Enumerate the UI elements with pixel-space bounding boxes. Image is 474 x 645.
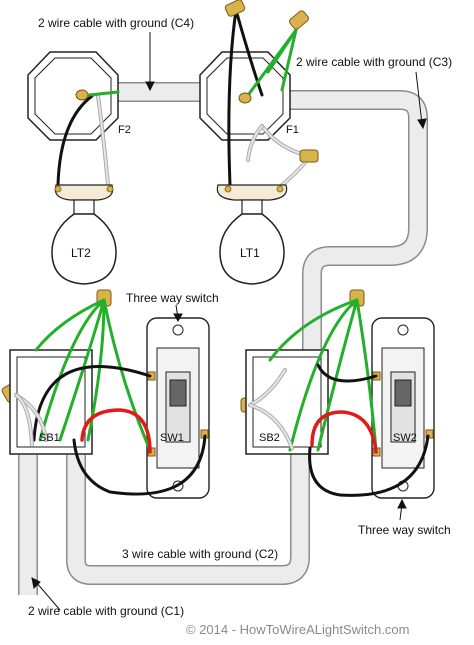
label-cable-c2: 3 wire cable with ground (C2): [122, 547, 279, 561]
three-way-switch-sw2: [371, 317, 435, 499]
pointer-arrows: [31, 32, 427, 611]
label-cable-c4: 2 wire cable with ground (C4): [38, 16, 195, 30]
label-cable-c1: 2 wire cable with ground (C1): [28, 604, 185, 618]
label-fixture-f2: F2: [118, 124, 131, 136]
wire-nut-f1-neutral: [299, 149, 319, 163]
label-box-sb2: SB2: [259, 432, 280, 444]
ground-screw-f2: [75, 89, 89, 101]
three-way-switch-sw1: [146, 317, 210, 499]
wire-nut-f1-hot: [224, 0, 246, 17]
label-box-sb1: SB1: [39, 432, 60, 444]
label-switch-sw2: SW2: [393, 432, 417, 444]
cable-runs: [18, 82, 428, 595]
wire-nut-f1-ground: [288, 10, 310, 30]
label-fixture-f1: F1: [286, 124, 299, 136]
label-light-lt1: LT1: [240, 246, 260, 260]
ground-screw-f1: [238, 92, 252, 104]
light-bulb-lt1: [216, 184, 288, 285]
light-bulb-lt2: [51, 184, 117, 285]
label-switch-sw1: SW1: [160, 432, 184, 444]
copyright-credit: © 2014 - HowToWireALightSwitch.com: [186, 622, 410, 637]
switch-wires: [14, 298, 430, 497]
label-light-lt2: LT2: [71, 246, 91, 260]
label-cable-c3: 2 wire cable with ground (C3): [296, 55, 453, 69]
label-switch-top: Three way switch: [126, 291, 219, 305]
fixture-box-f2: [27, 51, 119, 141]
label-switch-bottom: Three way switch: [358, 523, 451, 537]
